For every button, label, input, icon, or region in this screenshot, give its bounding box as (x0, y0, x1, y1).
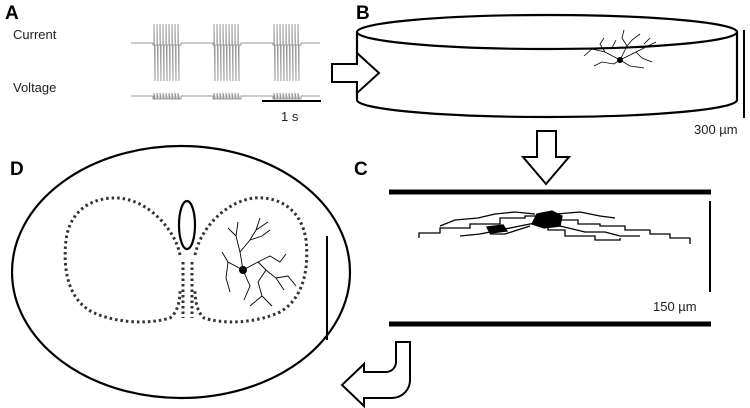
slice-disk-top (355, 13, 739, 51)
grey-matter-outline (63, 196, 309, 324)
panel-letter-c: C (354, 159, 368, 180)
right-arrow-icon (331, 50, 381, 96)
slice-disk-body (355, 32, 739, 119)
neuron-reconstruction (418, 210, 691, 244)
panel-c-section (389, 189, 711, 327)
central-canal (177, 199, 197, 251)
current-trace-label: Current (13, 27, 57, 42)
cord-neuron (221, 217, 297, 307)
bent-arrow-icon (340, 341, 411, 408)
panel-d-cord (10, 144, 352, 400)
panel-b-slice (355, 13, 745, 119)
voltage-trace (131, 92, 320, 100)
panel-letter-d: D (10, 159, 24, 180)
panel-letter-b: B (356, 3, 370, 24)
panel-letter-a: A (5, 3, 19, 24)
current-trace (131, 23, 320, 82)
neuron-icon (583, 29, 657, 69)
down-arrow-icon (520, 130, 572, 186)
voltage-trace-label: Voltage (13, 80, 57, 95)
time-scale-label: 1 s (281, 109, 299, 124)
panel-a-recording (131, 23, 321, 102)
cord-outline (10, 144, 352, 400)
neuron-scale-label: 150 µm (653, 299, 697, 314)
slice-scale-label: 300 µm (694, 122, 738, 137)
